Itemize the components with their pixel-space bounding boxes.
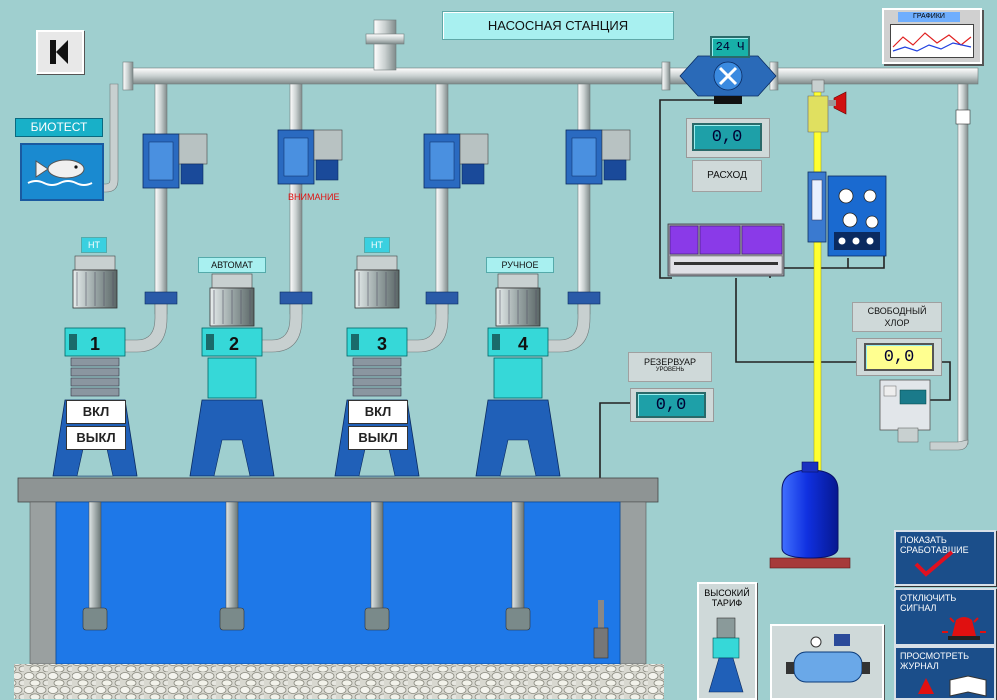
charts-label: ГРАФИКИ (898, 12, 960, 22)
pump-2-badge: АВТОМАТ (198, 257, 266, 273)
checkmark-icon (914, 550, 954, 577)
timer-badge: 24 Ч (710, 36, 750, 58)
pump-3-badge: НТ (364, 237, 390, 253)
chart-thumbnail (890, 24, 974, 58)
pump-4-badge: РУЧНОЕ (486, 257, 554, 273)
flow-value[interactable]: 0,0 (692, 123, 762, 151)
filter-warning: ВНИМАНИЕ (288, 192, 340, 202)
chlorine-value[interactable]: 0,0 (864, 343, 934, 371)
alarm-beacon-icon (942, 617, 986, 640)
show-triggered-button[interactable]: ПОКАЗАТЬ СРАБОТАВШИЕ (894, 530, 996, 586)
disable-signal-button[interactable]: ОТКЛЮЧИТЬ СИГНАЛ (894, 588, 996, 646)
pump-unit-2[interactable] (189, 273, 275, 631)
pump-4-number: 4 (518, 334, 529, 354)
biotest-label: БИОТЕСТ (15, 118, 103, 137)
pump-3-off-button[interactable]: ВЫКЛ (348, 426, 408, 450)
pump-1-badge: НТ (81, 237, 107, 253)
pump-3-on-button[interactable]: ВКЛ (348, 400, 408, 424)
pump-1-number: 1 (90, 334, 101, 354)
pump-mini-icon (708, 617, 744, 693)
page-title: НАСОСНАЯ СТАНЦИЯ (442, 11, 674, 40)
back-button[interactable] (36, 30, 84, 74)
reservoir-label: РЕЗЕРВУАР (643, 357, 697, 367)
pump-unit-4[interactable] (475, 273, 561, 631)
back-k-icon (50, 40, 68, 64)
chlorine-label: СВОБОДНЫЙ ХЛОР (852, 302, 942, 332)
pump-1-off-button[interactable]: ВЫКЛ (66, 426, 126, 450)
disable-signal-label: ОТКЛЮЧИТЬ СИГНАЛ (900, 593, 957, 613)
flow-label: РАСХОД (692, 160, 762, 192)
pump-1-on-button[interactable]: ВКЛ (66, 400, 126, 424)
view-journal-button[interactable]: ПРОСМОТРЕТЬ ЖУРНАЛ (894, 646, 996, 700)
reservoir-value[interactable]: 0,0 (636, 392, 706, 418)
reservoir-sublabel: УРОВЕНЬ (655, 367, 685, 373)
pump-2-number: 2 (229, 334, 240, 354)
reservoir-label-box: РЕЗЕРВУАР УРОВЕНЬ (628, 352, 712, 382)
charts-button[interactable]: ГРАФИКИ (882, 8, 982, 64)
high-tariff-button[interactable]: ВЫСОКИЙ ТАРИФ (697, 582, 757, 700)
compressor-icon (786, 634, 870, 683)
compressor-button[interactable] (770, 624, 884, 700)
show-triggered-label: ПОКАЗАТЬ СРАБОТАВШИЕ (900, 535, 969, 555)
view-journal-label: ПРОСМОТРЕТЬ ЖУРНАЛ (900, 651, 970, 671)
pump-3-number: 3 (377, 334, 388, 354)
fish-icon (27, 159, 93, 186)
high-tariff-label: ВЫСОКИЙ ТАРИФ (704, 588, 750, 608)
biotest-button[interactable] (20, 143, 104, 201)
journal-icon (918, 675, 987, 697)
